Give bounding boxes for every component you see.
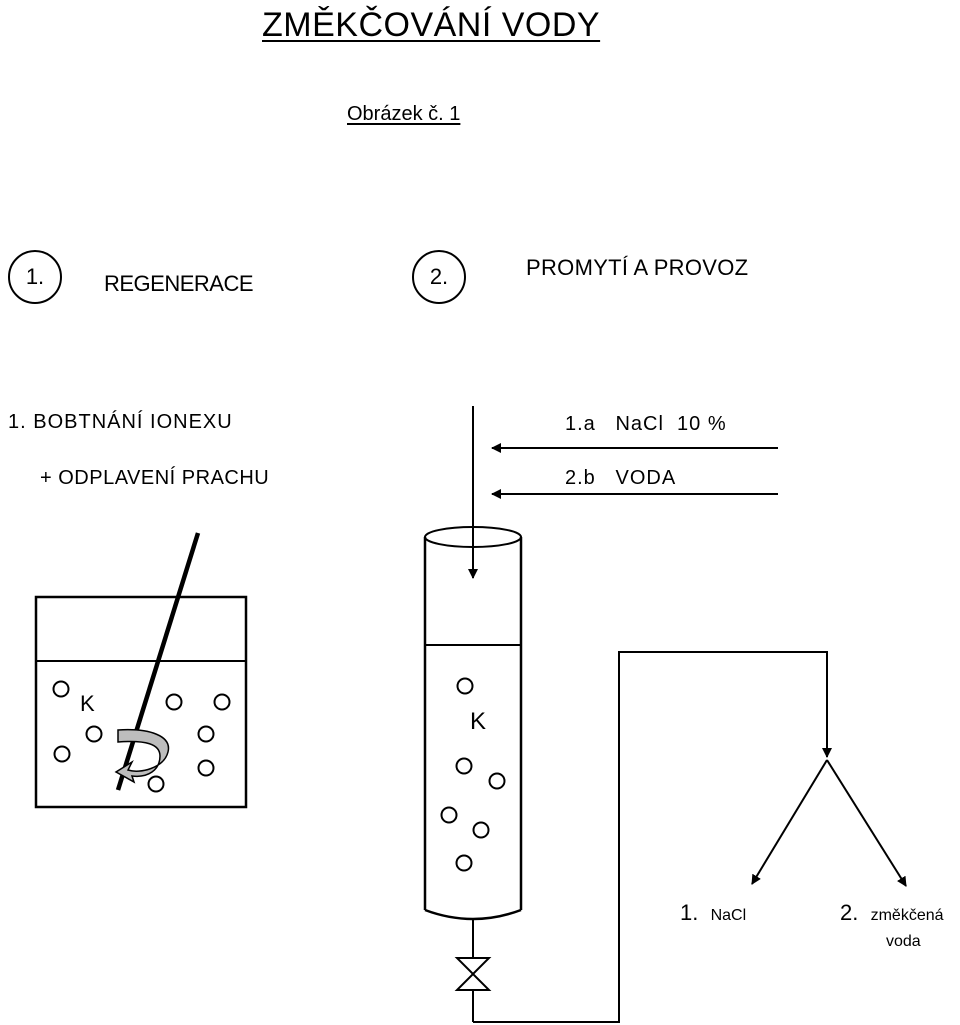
swelling-heading: 1. BOBTNÁNÍ IONEXU [8, 411, 233, 433]
step-2-circle: 2. [412, 250, 466, 304]
inflow-pipe [468, 406, 778, 579]
dust-rinse-heading: + ODPLAVENÍ PRACHU [40, 467, 270, 489]
valve-icon [454, 957, 492, 991]
step-1-number: 1. [25, 264, 45, 289]
page-title: ZMĚKČOVÁNÍ VODY [262, 6, 601, 44]
beaker-resin-label: K [80, 691, 95, 716]
output-1-label: NaCl [710, 907, 747, 924]
outlet-pipe [472, 651, 832, 1023]
output-2-label-line2: voda [886, 933, 921, 950]
beaker-resin-beads [52, 680, 231, 793]
inflow-water-label: 2.b VODA [565, 467, 677, 489]
output-2-label: změkčená [870, 907, 944, 924]
output-softened-water: 2. změkčená [840, 902, 944, 924]
output-nacl: 1. NaCl [680, 902, 746, 924]
column-resin-beads [440, 677, 506, 872]
inflow-nacl-label: 1.a NaCl 10 % [565, 413, 727, 435]
step-2-number: 2. [429, 264, 449, 289]
column-resin-label: K [470, 708, 487, 735]
figure-label: Obrázek č. 1 [347, 103, 461, 125]
step-1-circle: 1. [8, 250, 62, 304]
beaker [34, 595, 248, 809]
step-1-label: REGENERACE [104, 271, 254, 296]
output-split [751, 759, 907, 887]
output-1-number: 1. [680, 900, 699, 925]
stirring-rod [115, 532, 201, 791]
output-2-number: 2. [840, 900, 859, 925]
stirring-rotation-icon [114, 728, 170, 784]
step-2-label: PROMYTÍ A PROVOZ [526, 255, 749, 280]
